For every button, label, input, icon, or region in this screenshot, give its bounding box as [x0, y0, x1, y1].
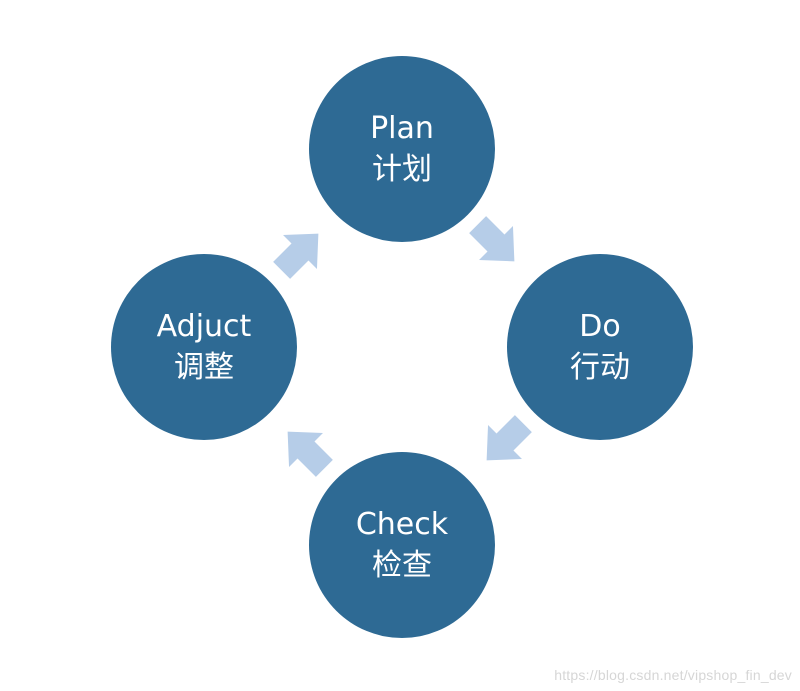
do-node: Do 行动: [507, 254, 693, 440]
adjust-label-zh: 调整: [174, 350, 234, 385]
adjust-node: Adjuct 调整: [111, 254, 297, 440]
plan-label-zh: 计划: [372, 152, 432, 187]
adjust-label-en: Adjuct: [156, 308, 252, 344]
plan-node: Plan 计划: [309, 56, 495, 242]
check-label-en: Check: [355, 506, 449, 542]
arrow-check-to-adjust: [287, 431, 333, 477]
arrow-adjust-to-plan: [273, 233, 319, 279]
do-label-en: Do: [579, 308, 621, 344]
check-node: Check 检查: [309, 452, 495, 638]
arrow-do-to-check: [486, 415, 532, 461]
watermark-url: https://blog.csdn.net/vipshop_fin_dev: [554, 667, 792, 683]
plan-label-en: Plan: [370, 110, 434, 146]
do-label-zh: 行动: [570, 350, 630, 385]
arrow-plan-to-do: [469, 216, 515, 262]
check-label-zh: 检查: [372, 548, 432, 583]
